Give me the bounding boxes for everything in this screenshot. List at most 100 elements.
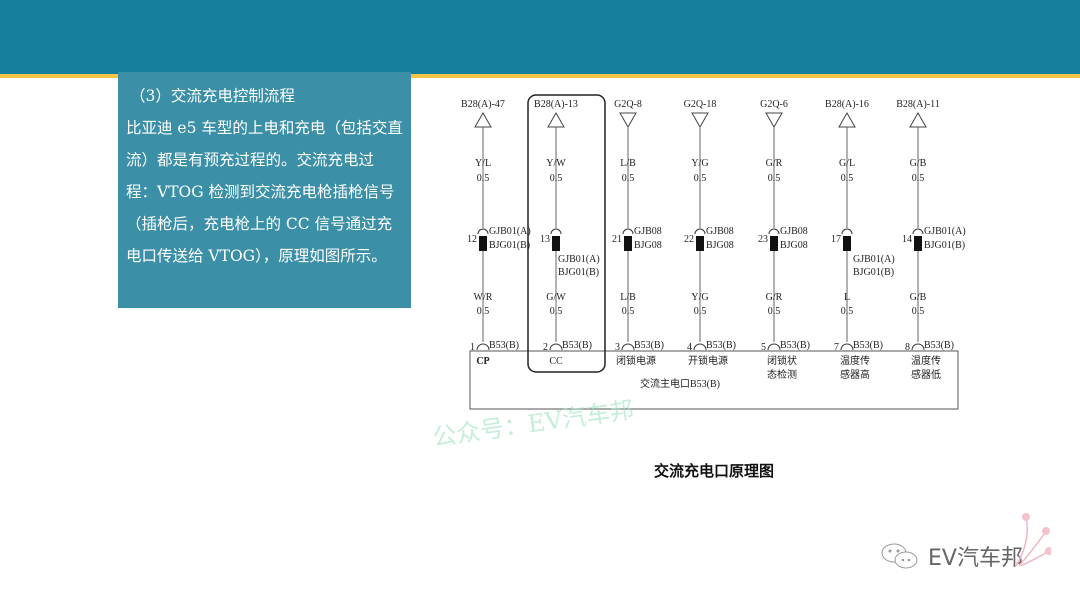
plug-socket-icon (693, 343, 707, 351)
inline-pin-number: 21 (612, 234, 622, 245)
cc-highlight-frame (527, 94, 606, 373)
flower-decoration-icon (1015, 513, 1051, 567)
connector-pin-block (624, 236, 632, 251)
plug-pin-number: 7 (834, 342, 839, 353)
inline-pin-number: 13 (540, 234, 550, 245)
inline-pin-number: 14 (902, 234, 912, 245)
pin-function-label: 闭锁状 (767, 354, 797, 367)
inline-connector-a: GJB08 (780, 226, 808, 237)
wire-color-label: W/R (474, 292, 493, 303)
inline-connector-a: GJB08 (634, 226, 662, 237)
wire-size-label: 0.5 (694, 306, 707, 317)
pin-function-label: 开锁电源 (688, 354, 728, 367)
terminal-label: G2Q-6 (760, 99, 788, 110)
wire-color-label: G/R (766, 292, 783, 303)
section-heading: （3）交流充电控制流程 (130, 87, 295, 105)
wire-color-label: G/R (766, 158, 783, 169)
wire-size-label: 0.5 (477, 173, 490, 184)
plug-pin-number: 4 (687, 342, 692, 353)
connector-pin-block (552, 236, 560, 251)
wire-color-label: L (844, 292, 850, 303)
connector-box (469, 350, 959, 410)
inline-connector-b: BJG08 (634, 240, 662, 251)
plug-socket-icon (767, 343, 781, 351)
terminal-label: B28(A)-13 (534, 99, 578, 110)
inline-connector-b: BJG01(B) (924, 240, 965, 251)
inline-connector-b: BJG01(B) (489, 240, 530, 251)
connector-socket-icon (622, 228, 634, 235)
plug-pin-number: 2 (543, 342, 548, 353)
inline-connector-a: GJB01(A) (558, 254, 600, 265)
inline-pin-number: 23 (758, 234, 768, 245)
arrow-up-icon (474, 111, 492, 128)
wire-size-label: 0.5 (550, 306, 563, 317)
plug-socket-icon (840, 343, 854, 351)
plug-socket-icon (621, 343, 635, 351)
inline-pin-number: 12 (467, 234, 477, 245)
plug-pin-number: 8 (905, 342, 910, 353)
pin-function-label: 温度传 (911, 354, 941, 367)
inline-pin-number: 17 (831, 234, 841, 245)
connector-pin-block (914, 236, 922, 251)
wire-size-label: 0.5 (912, 306, 925, 317)
wire-color-label: G/B (910, 292, 927, 303)
inline-connector-a: GJB01(A) (489, 226, 531, 237)
slide-header-bar (0, 0, 1080, 74)
connector-socket-icon (841, 228, 853, 235)
pin-function-label: 闭锁电源 (616, 354, 656, 367)
connector-pin-block (843, 236, 851, 251)
header-accent-line (0, 74, 1080, 78)
wire-size-label: 0.5 (477, 306, 490, 317)
pin-function-label: CP (476, 356, 489, 367)
wire-color-label: Y/W (546, 158, 566, 169)
pin-function-label: 态检测 (767, 368, 797, 381)
plug-connector-label: B53(B) (924, 340, 954, 351)
wire-color-label: G/W (546, 292, 566, 303)
terminal-label: B28(A)-11 (896, 99, 940, 110)
arrow-down-icon (765, 112, 783, 129)
connector-socket-icon (550, 228, 562, 235)
brand-logo: EV汽车邦 (880, 513, 1051, 572)
wire-color-label: Y/G (691, 158, 708, 169)
diagram-caption: 交流充电口原理图 (654, 462, 775, 480)
arrow-down-icon (619, 112, 637, 129)
wire-size-label: 0.5 (912, 173, 925, 184)
wire-size-label: 0.5 (768, 173, 781, 184)
plug-socket-icon (911, 343, 925, 351)
connector-pin-block (696, 236, 704, 251)
wire-size-label: 0.5 (768, 306, 781, 317)
wire-size-label: 0.5 (841, 173, 854, 184)
wire-color-label: L/B (620, 292, 636, 303)
inline-connector-b: BJG01(B) (558, 267, 599, 278)
wire-size-label: 0.5 (622, 173, 635, 184)
connector-socket-icon (912, 228, 924, 235)
plug-socket-icon (476, 343, 490, 351)
plug-connector-label: B53(B) (489, 340, 519, 351)
connector-title: 交流主电口B53(B) (640, 377, 720, 390)
terminal-label: G2Q-18 (684, 99, 717, 110)
wire-color-label: G/B (910, 158, 927, 169)
description-textbox: （3）交流充电控制流程 比亚迪 e5 车型的上电和充电（包括交直流）都是有预充过… (118, 72, 411, 308)
inline-connector-a: GJB08 (706, 226, 734, 237)
connector-socket-icon (768, 228, 780, 235)
arrow-up-icon (838, 111, 856, 128)
connector-socket-icon (477, 228, 489, 235)
plug-pin-number: 1 (470, 342, 475, 353)
wire-color-label: L/B (620, 158, 636, 169)
arrow-up-icon (909, 111, 927, 128)
arrow-down-icon (691, 112, 709, 129)
connector-socket-icon (694, 228, 706, 235)
plug-pin-number: 3 (615, 342, 620, 353)
wire-color-label: Y/G (691, 292, 708, 303)
wire-size-label: 0.5 (694, 173, 707, 184)
plug-connector-label: B53(B) (562, 340, 592, 351)
inline-connector-b: BJG08 (780, 240, 808, 251)
wire-size-label: 0.5 (622, 306, 635, 317)
arrow-up-icon (547, 111, 565, 128)
terminal-label: B28(A)-47 (461, 99, 505, 110)
terminal-label: G2Q-8 (614, 99, 642, 110)
pin-function-label: 感器低 (911, 368, 941, 381)
connector-pin-block (770, 236, 778, 251)
brand-name: EV汽车邦 (928, 546, 1023, 571)
inline-connector-b: BJG01(B) (853, 267, 894, 278)
